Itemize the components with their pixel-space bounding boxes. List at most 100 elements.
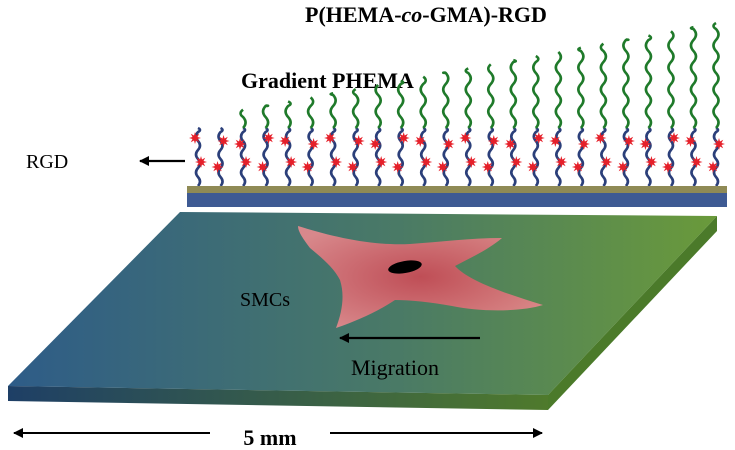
phema-chain: [487, 126, 495, 187]
rgd-peptide: [301, 161, 314, 173]
phema-chain: [374, 126, 382, 187]
rgd-peptide: [594, 132, 607, 144]
rgd-peptide: [307, 138, 320, 150]
phema-chain: [555, 126, 562, 187]
rgd-peptide: [391, 161, 404, 173]
phema-chain: [262, 126, 269, 187]
copolymer-chain: [554, 50, 563, 129]
rgd-label: RGD: [26, 151, 68, 173]
phema-chain: [307, 126, 314, 187]
phema-chain: [510, 126, 517, 187]
phema-chain: [464, 126, 472, 187]
copolymer-chain: [509, 58, 518, 129]
copolymer-chain: [261, 104, 270, 129]
phema-chain: [712, 126, 720, 187]
phema-chain: [690, 126, 697, 187]
rgd-peptide: [555, 156, 568, 168]
copolymer-chain: [329, 91, 337, 129]
rgd-peptide: [442, 138, 455, 150]
rgd-peptide: [577, 138, 590, 150]
copolymer-chain: [284, 100, 292, 129]
copolymer-chain: [464, 67, 473, 129]
copolymer-chain: [419, 75, 428, 129]
scale-label: 5 mm: [243, 425, 296, 450]
phema-chain: [329, 126, 337, 187]
copolymer-chain: [239, 108, 247, 129]
phema-chain: [622, 126, 630, 187]
rgd-peptide: [397, 132, 410, 144]
rgd-peptide: [436, 161, 449, 173]
rgd-peptide: [645, 156, 658, 168]
rgd-peptide: [549, 135, 562, 147]
rgd-peptide: [526, 161, 539, 173]
rgd-peptide: [622, 135, 635, 147]
copolymer-chain: [577, 46, 585, 129]
rgd-peptide: [668, 132, 680, 144]
rgd-peptide: [324, 132, 337, 144]
phema-chain: [352, 126, 359, 187]
copolymer-chain: [486, 63, 495, 129]
rgd-peptide: [459, 132, 472, 144]
rgd-peptide: [707, 161, 719, 173]
copolymer-label: P(HEMA-co-GMA)-RGD: [305, 2, 547, 27]
rgd-peptide: [465, 156, 478, 168]
substrate-top-layer: [187, 186, 727, 193]
copolymer-chain: [712, 21, 720, 129]
migration-label: Migration: [351, 355, 439, 380]
phema-chain: [239, 126, 247, 187]
copolymer-chain: [689, 25, 698, 129]
rgd-peptide: [262, 132, 275, 144]
gradient-slab-side: [8, 386, 548, 410]
phema-chain: [217, 126, 224, 187]
rgd-peptide: [504, 138, 517, 150]
rgd-peptide: [375, 156, 388, 168]
substrate-base-layer: [187, 193, 727, 207]
rgd-peptide: [211, 161, 224, 173]
phema-chain: [442, 126, 450, 187]
cell-nucleus: [388, 260, 422, 274]
rgd-peptide: [481, 161, 494, 173]
rgd-peptide: [662, 161, 674, 173]
copolymer-chain: [374, 84, 382, 129]
rgd-peptide: [330, 156, 343, 168]
rgd-peptide: [346, 161, 359, 173]
copolymer-chain: [532, 54, 540, 129]
gradient-slab-edge: [548, 216, 717, 410]
rgd-peptide: [487, 135, 500, 147]
rgd-peptide: [240, 156, 252, 168]
phema-chain: [645, 126, 652, 187]
rgd-peptide: [713, 138, 725, 150]
rgd-peptide: [217, 135, 230, 147]
rgd-peptide: [510, 156, 523, 168]
smcs-label: SMCs: [240, 289, 290, 311]
smc-cell: [298, 226, 543, 328]
copolymer-chain: [644, 34, 653, 129]
rgd-peptide: [600, 156, 613, 168]
rgd-peptide: [532, 132, 545, 144]
gradient-phema-label: Gradient PHEMA: [241, 68, 414, 93]
copolymer-chain: [441, 71, 450, 129]
rgd-peptide: [420, 156, 433, 168]
rgd-peptide: [571, 161, 584, 173]
rgd-peptide: [234, 138, 246, 150]
rgd-peptide: [690, 156, 703, 168]
phema-chain: [194, 126, 202, 187]
rgd-peptide: [616, 161, 629, 173]
rgd-peptide: [369, 138, 382, 150]
phema-chain: [600, 126, 607, 187]
copolymer-chain: [667, 30, 675, 129]
rgd-peptide: [189, 132, 201, 144]
rgd-peptide: [256, 161, 269, 173]
phema-chain: [419, 126, 427, 187]
phema-chain: [577, 126, 585, 187]
phema-chain: [667, 126, 675, 187]
rgd-peptide: [414, 135, 427, 147]
phema-chain: [532, 126, 540, 187]
polymer-brush-layer: [189, 21, 725, 187]
rgd-peptide: [279, 135, 292, 147]
rgd-peptide: [352, 135, 365, 147]
rgd-peptide: [684, 135, 697, 147]
phema-chain: [284, 126, 292, 187]
copolymer-chain: [599, 42, 608, 129]
